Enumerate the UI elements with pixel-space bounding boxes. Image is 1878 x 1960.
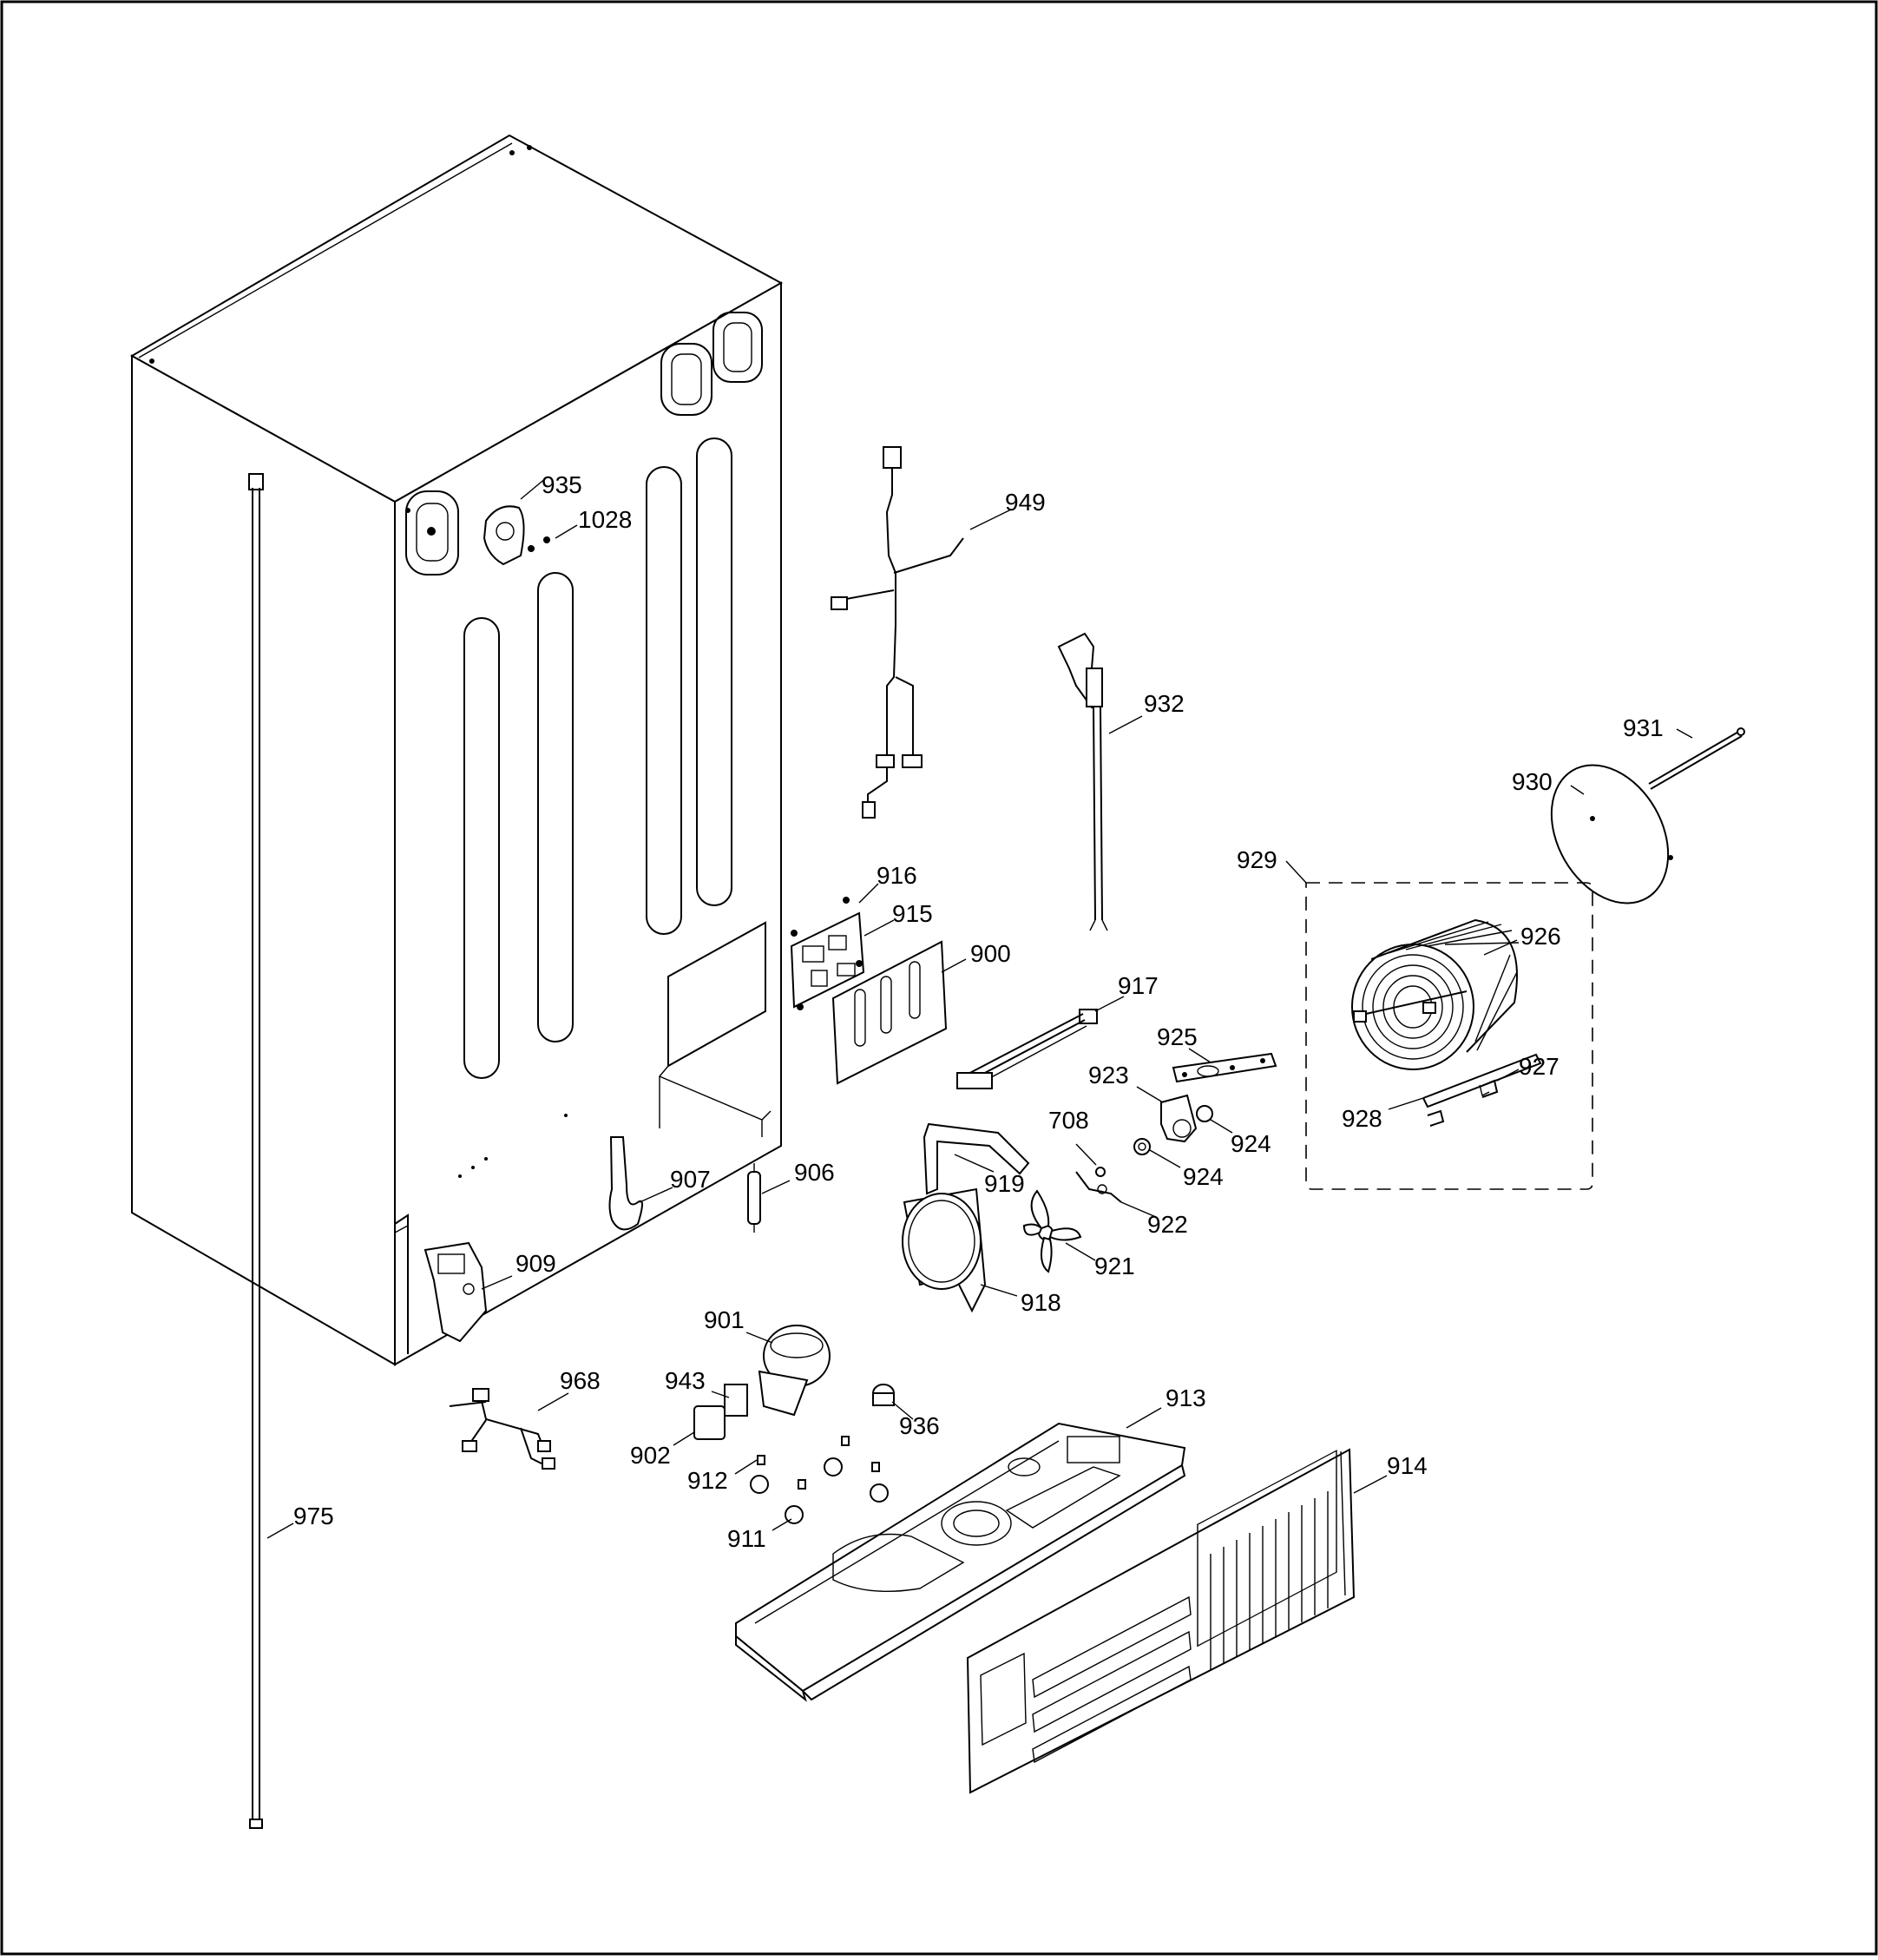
part-921-blade — [1022, 1189, 1082, 1273]
part-968-harness — [449, 1388, 555, 1470]
label-915: 915 — [892, 900, 933, 927]
part-911-grommets — [750, 1457, 889, 1524]
label-907: 907 — [670, 1166, 711, 1193]
label-1028: 1028 — [578, 506, 632, 533]
part-943-overload — [724, 1384, 748, 1417]
part-901-compressor — [758, 1325, 831, 1417]
part-912-grommets — [757, 1436, 880, 1490]
label-924-b: 924 — [1183, 1163, 1224, 1190]
part-931-rod — [1648, 727, 1745, 790]
part-913-base — [735, 1422, 1186, 1702]
part-919-duct — [923, 1122, 1030, 1195]
part-labels: 935 1028 949 932 931 930 929 926 927 928… — [293, 471, 1664, 1552]
part-917-cable — [956, 1009, 1098, 1089]
part-918-shroud — [902, 1187, 987, 1313]
label-913: 913 — [1166, 1384, 1206, 1411]
label-922: 922 — [1147, 1211, 1188, 1238]
label-943: 943 — [665, 1367, 706, 1394]
part-930-cover — [1550, 764, 1673, 904]
label-923: 923 — [1088, 1062, 1129, 1089]
label-911: 911 — [727, 1525, 766, 1552]
part-900-plate — [831, 940, 948, 1085]
part-949-harness — [831, 446, 964, 819]
part-925-bracket — [1172, 1052, 1277, 1083]
part-906-filter — [747, 1163, 761, 1233]
water-tube-975 — [248, 473, 264, 1829]
label-916: 916 — [877, 862, 917, 889]
part-902-relay — [693, 1405, 726, 1440]
part-922-bracket — [1075, 1171, 1122, 1203]
label-901: 901 — [704, 1306, 745, 1333]
label-909: 909 — [515, 1250, 556, 1277]
label-975: 975 — [293, 1503, 334, 1529]
part-926-coil — [1351, 918, 1520, 1070]
part-914-grille — [966, 1448, 1356, 1794]
label-925: 925 — [1157, 1023, 1198, 1050]
label-949: 949 — [1005, 489, 1046, 516]
label-924-a: 924 — [1231, 1130, 1271, 1157]
label-917: 917 — [1118, 972, 1159, 999]
grille-slots — [1210, 1491, 1329, 1671]
label-928: 928 — [1342, 1105, 1382, 1132]
part-935-bracket — [483, 505, 550, 566]
label-926: 926 — [1520, 923, 1561, 950]
part-923-motor — [1160, 1094, 1213, 1143]
label-929: 929 — [1237, 846, 1277, 873]
label-968: 968 — [560, 1367, 601, 1394]
label-936: 936 — [899, 1412, 940, 1439]
label-918: 918 — [1021, 1289, 1061, 1316]
part-909-relay — [424, 1241, 488, 1343]
part-936-grommet — [872, 1384, 895, 1406]
label-919: 919 — [984, 1170, 1025, 1197]
label-912: 912 — [687, 1467, 728, 1494]
label-932: 932 — [1144, 690, 1185, 717]
label-931: 931 — [1623, 714, 1664, 741]
label-927: 927 — [1519, 1053, 1560, 1080]
part-932-power-cord — [1057, 632, 1108, 931]
label-935: 935 — [542, 471, 582, 498]
part-907-hose — [608, 1136, 643, 1231]
label-906: 906 — [794, 1159, 835, 1186]
label-921: 921 — [1094, 1253, 1135, 1279]
label-902: 902 — [630, 1442, 671, 1469]
part-929-group — [1305, 882, 1593, 1190]
part-915-board — [790, 897, 865, 1010]
label-930: 930 — [1512, 768, 1553, 795]
label-900: 900 — [970, 940, 1011, 967]
part-708-clip — [1095, 1167, 1106, 1177]
label-708: 708 — [1048, 1107, 1089, 1134]
part-927-928-bracket — [1422, 1053, 1542, 1127]
part-924-grommets — [1133, 1138, 1151, 1155]
label-914: 914 — [1387, 1452, 1428, 1479]
leader-lines — [266, 477, 1693, 1539]
